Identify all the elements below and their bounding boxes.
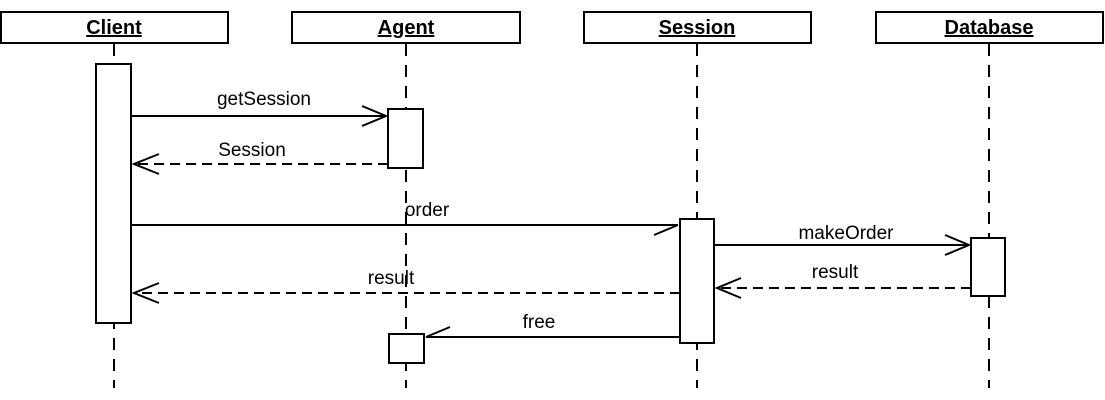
message-get-session: getSession [131,89,389,127]
make-order-arrowhead [944,234,972,256]
session-return-arrowhead [131,153,160,175]
free-half-arrowhead [425,326,451,338]
lifeline-agent-title: Agent [378,17,435,39]
activations [95,63,1006,364]
lifeline-database-box [875,11,1104,44]
client-activation [95,63,132,324]
session-return-label: Session [218,140,286,161]
session-result-arrowhead [131,282,160,304]
lifeline-database: Database [875,11,1104,44]
db-result-label: result [812,262,859,283]
order-label: order [405,200,450,221]
message-order: order [131,200,679,236]
database-activation [970,237,1006,297]
order-half-arrowhead [653,224,679,236]
lifeline-client: Client [0,11,229,44]
lifeline-session-box [583,11,812,44]
lifeline-session-title: Session [659,17,736,39]
get-session-arrowhead [361,105,389,127]
lifeline-database-title: Database [945,17,1034,39]
session-activation [679,218,715,344]
session-result-label: result [368,268,415,289]
get-session-label: getSession [217,89,311,110]
lifeline-session: Session [583,11,812,44]
lifeline-client-title: Client [86,17,142,39]
message-make-order: makeOrder [714,223,972,256]
agent-activation-free [388,333,425,364]
lifeline-agent-box [291,11,521,44]
db-result-arrowhead [714,277,742,299]
free-label: free [523,312,556,333]
lifeline-agent: Agent [291,11,521,44]
message-session-result: result [131,268,680,304]
lifeline-client-box [0,11,229,44]
agent-activation-getsession [387,108,424,169]
make-order-label: makeOrder [798,223,894,244]
message-free: free [425,312,680,338]
message-db-result: result [714,262,971,299]
message-session-return: Session [131,140,388,175]
